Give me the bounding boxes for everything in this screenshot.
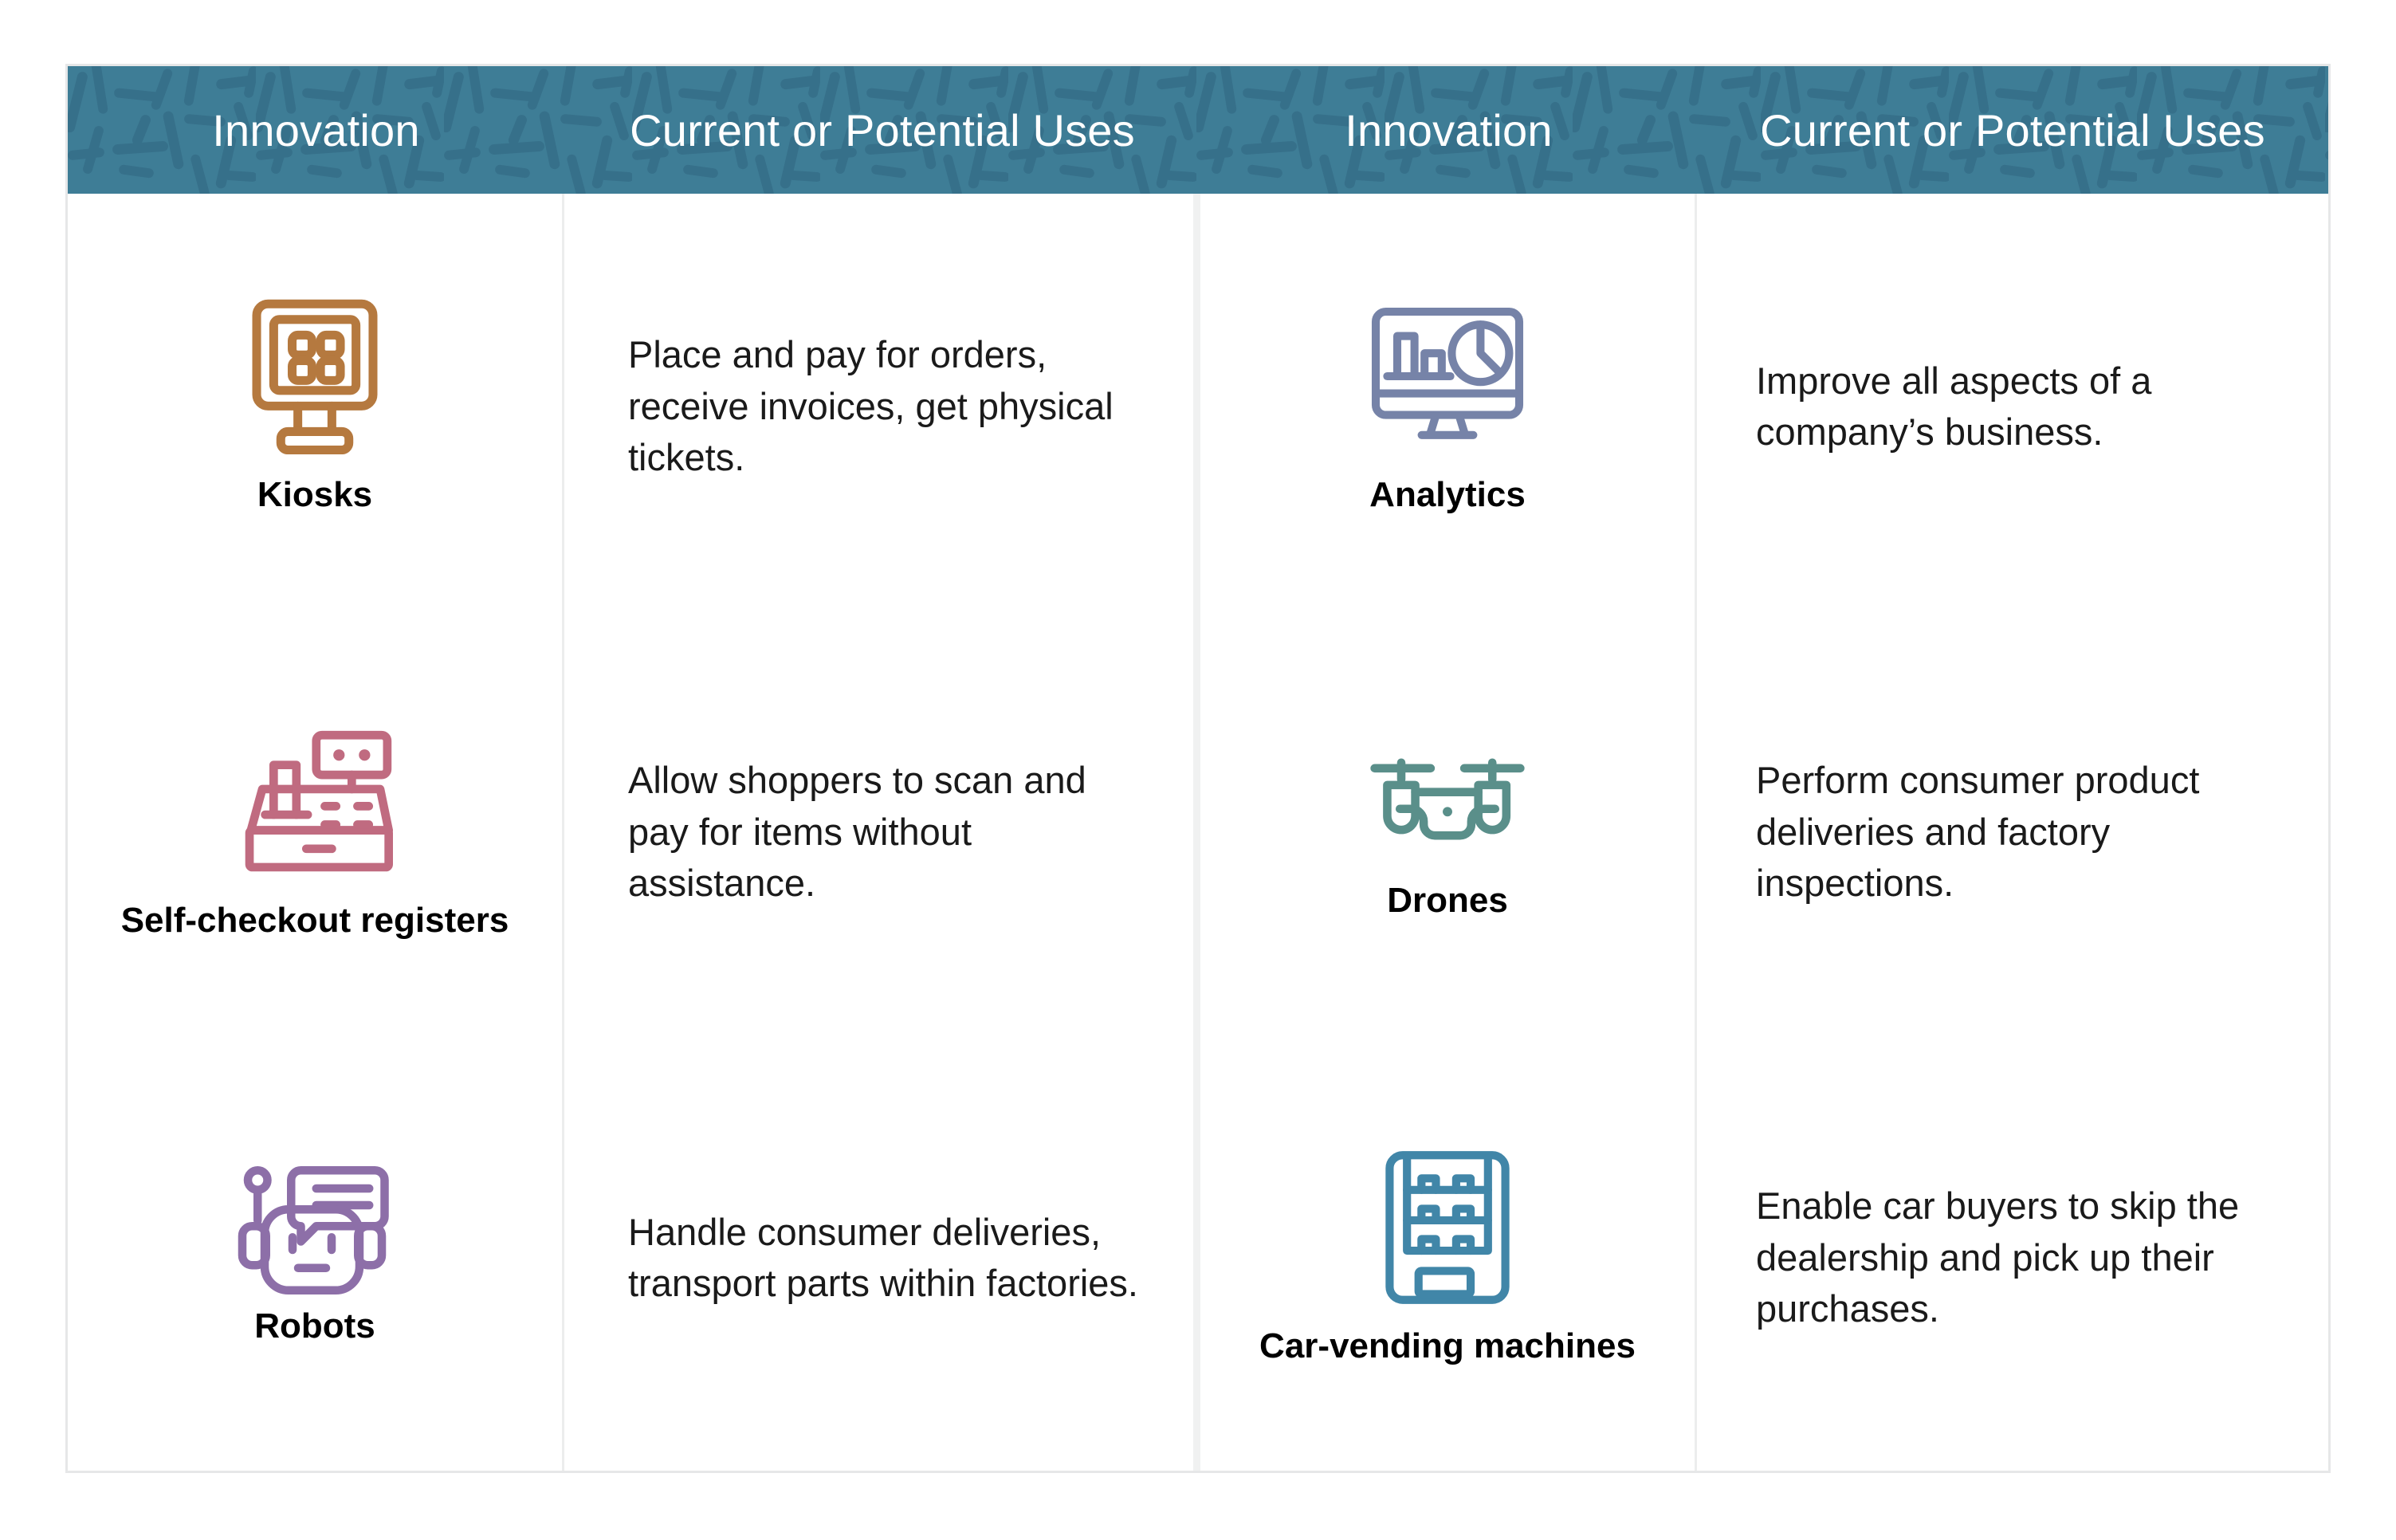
innovation-table: Innovation Current or Potential Uses Inn… — [65, 64, 2331, 1473]
column-innovation-right: Analytics Drones — [1200, 194, 1697, 1471]
table-row: Perform consumer product deliveries and … — [1697, 619, 2323, 1045]
table-row: Place and pay for orders, receive invoic… — [564, 194, 1193, 619]
cash-register-icon — [237, 722, 393, 882]
uses-text: Enable car buyers to skip the dealership… — [1756, 1184, 2240, 1330]
table-row: Car-vending machines — [1200, 1045, 1695, 1471]
analytics-monitor-icon — [1369, 297, 1526, 456]
uses-text: Improve all aspects of a company’s busin… — [1756, 359, 2152, 453]
robot-icon — [237, 1166, 393, 1295]
innovation-label: Self-checkout registers — [120, 901, 509, 941]
innovation-label: Kiosks — [257, 475, 373, 515]
uses-text: Handle consumer deliveries, transport pa… — [628, 1210, 1138, 1304]
uses-text: Place and pay for orders, receive invoic… — [628, 333, 1114, 479]
innovation-label: Robots — [254, 1306, 375, 1346]
car-vending-machine-icon — [1379, 1148, 1516, 1307]
table-row: Enable car buyers to skip the dealership… — [1697, 1045, 2323, 1471]
innovation-label: Analytics — [1369, 475, 1526, 515]
table-row: Robots — [68, 1045, 562, 1471]
table-row: Self-checkout registers — [68, 619, 562, 1045]
header-cell-innovation-1: Innovation — [68, 66, 564, 194]
header-label: Innovation — [212, 104, 420, 155]
kiosk-icon — [244, 297, 386, 456]
table-body: Kiosks — [68, 194, 2328, 1471]
header-label: Current or Potential Uses — [630, 104, 1135, 155]
uses-text: Perform consumer product deliveries and … — [1756, 759, 2200, 905]
column-innovation-left: Kiosks — [68, 194, 564, 1471]
column-uses-left: Place and pay for orders, receive invoic… — [564, 194, 1200, 1471]
table-row: Analytics — [1200, 194, 1695, 619]
column-uses-right: Improve all aspects of a company’s busin… — [1697, 194, 2323, 1471]
header-cell-innovation-2: Innovation — [1200, 66, 1697, 194]
table-header-row: Innovation Current or Potential Uses Inn… — [68, 66, 2328, 194]
table-row: Handle consumer deliveries, transport pa… — [564, 1045, 1193, 1471]
table-row: Allow shoppers to scan and pay for items… — [564, 619, 1193, 1045]
innovation-label: Drones — [1387, 881, 1508, 921]
header-cell-uses-2: Current or Potential Uses — [1697, 66, 2328, 194]
drone-icon — [1363, 742, 1532, 862]
uses-text: Allow shoppers to scan and pay for items… — [628, 759, 1086, 905]
innovation-label: Car-vending machines — [1259, 1326, 1636, 1366]
table-row: Improve all aspects of a company’s busin… — [1697, 194, 2323, 619]
header-label: Innovation — [1345, 104, 1553, 155]
table-row: Kiosks — [68, 194, 562, 619]
table-row: Drones — [1200, 619, 1695, 1045]
header-label: Current or Potential Uses — [1760, 104, 2265, 155]
header-cell-uses-1: Current or Potential Uses — [564, 66, 1200, 194]
